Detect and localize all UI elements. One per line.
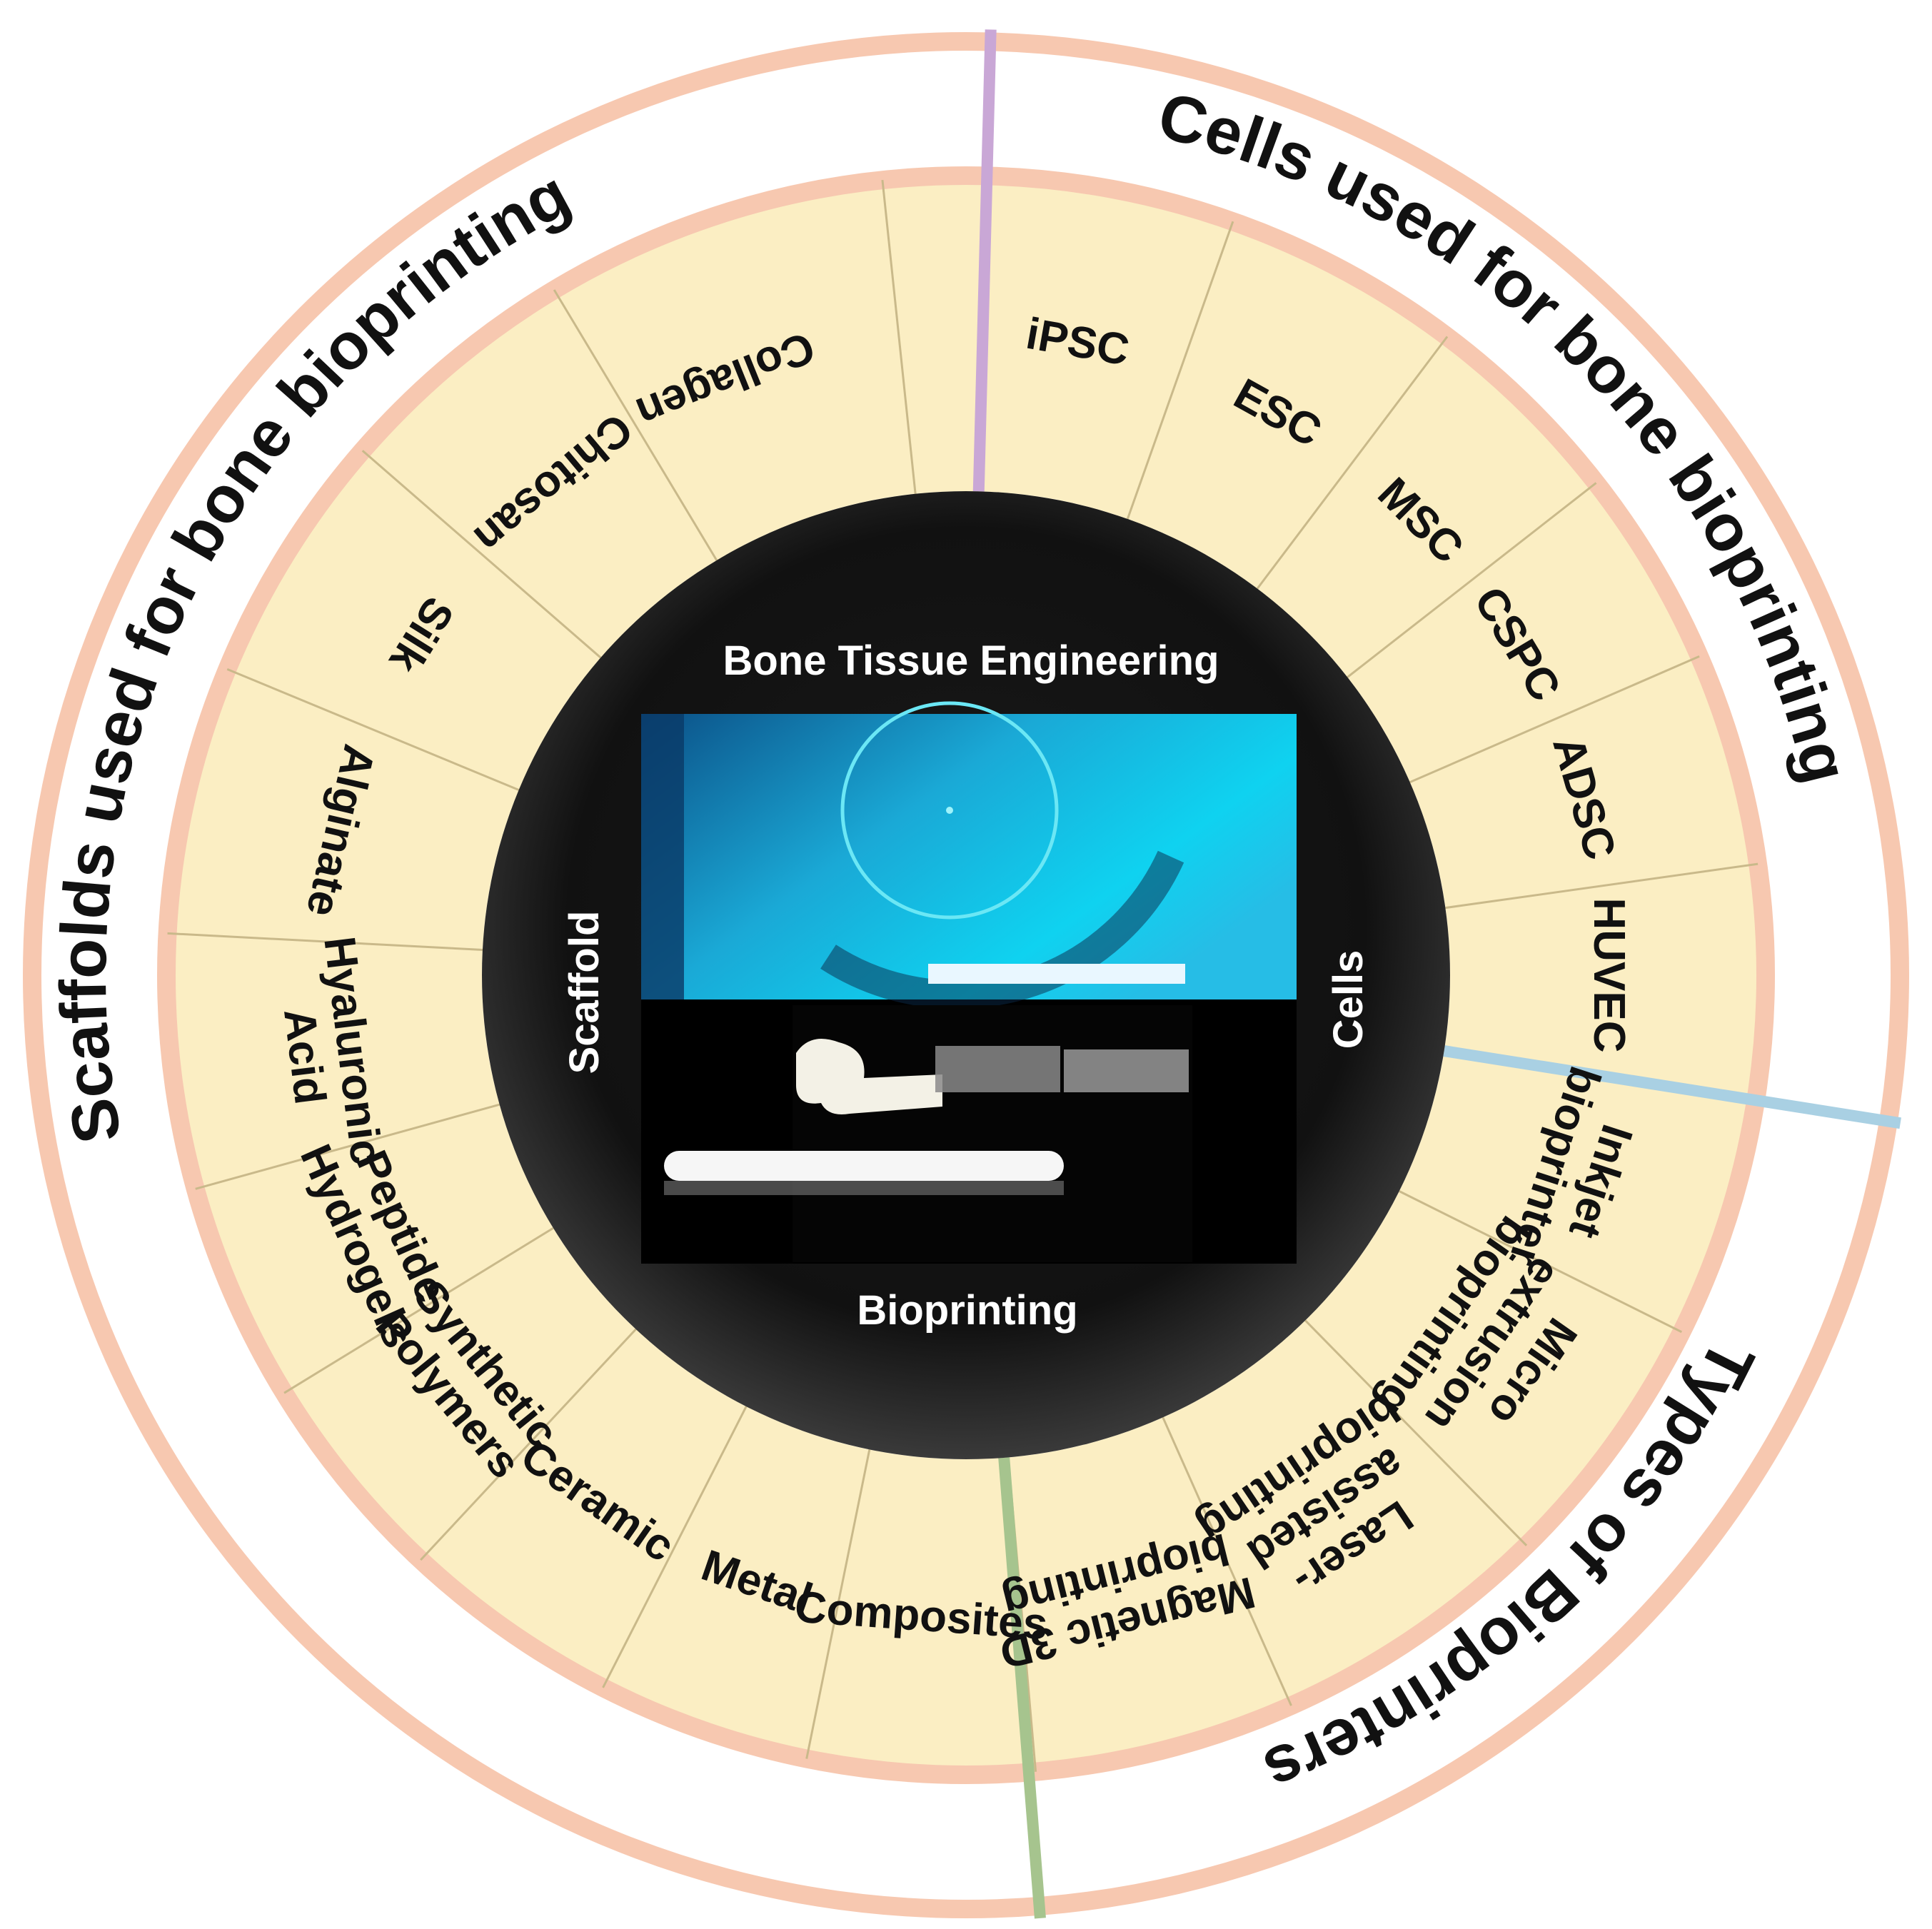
segment-ring [166,176,1766,1775]
segment-divider [1126,221,1234,520]
segment-divider [226,668,520,791]
segment-divider [1399,1190,1682,1334]
segment-divider [881,179,917,494]
segment-divider [1162,1416,1292,1706]
cells-section-divider [972,29,997,492]
bioprinter-section-divider [1443,1045,1901,1129]
segment-divider [1347,482,1597,678]
segment-divider [1445,862,1759,910]
segment-divider [553,289,718,561]
segment-divider [361,450,602,659]
segment-divider [195,1103,500,1190]
segment-divider [420,1328,637,1561]
inner-ring-border [157,166,1775,1784]
segment-divider [805,1449,871,1759]
center-title: Bone Tissue Engineering [723,638,1219,684]
segment-divider [1256,336,1449,590]
cell-label-huvec: HUVEC [1584,897,1634,1052]
center-bottom-label: Bioprinting [857,1287,1077,1334]
bioprinter-photo [641,701,1297,1264]
segment-band [166,176,1766,1775]
scaffold-section-divider [998,1457,1046,1919]
segment-divider [1409,655,1700,784]
segment-divider [167,932,483,952]
segment-divider [602,1406,748,1688]
outer-ring [23,32,1909,1918]
segment-divider [283,1227,554,1394]
center-right-label: Cells [1325,950,1372,1049]
center-left-label: Scaffold [561,911,608,1074]
segment-divider [1304,1319,1528,1546]
section-dividers [167,29,1901,1919]
